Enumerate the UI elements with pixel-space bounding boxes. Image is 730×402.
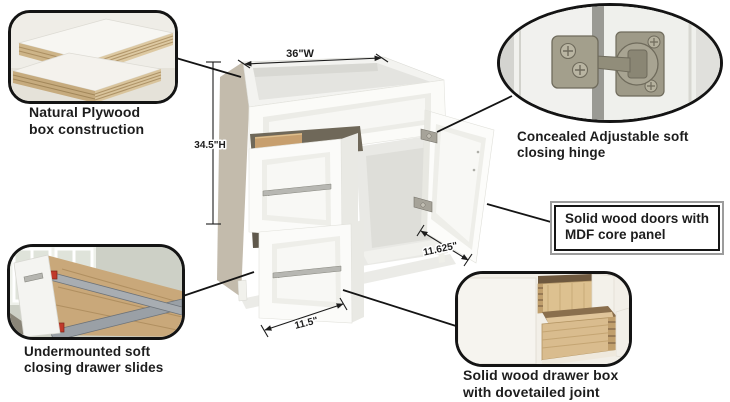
hinge-label-line1: Concealed Adjustable soft <box>517 129 689 144</box>
plywood-label-line2: box construction <box>29 120 145 137</box>
drawer-slides-photo <box>10 247 182 337</box>
plywood-label-line1: Natural Plywood <box>29 104 141 120</box>
drawerbox-label-line2: with dovetailed joint <box>463 383 600 400</box>
cabinet-open-drawers <box>248 126 364 324</box>
slides-label-line1: Undermounted soft <box>24 344 151 359</box>
plywood-callout-label: Natural Plywood box construction <box>29 104 144 137</box>
dimension-width-label: 36"W <box>286 48 314 60</box>
plywood-layers-photo <box>11 13 175 101</box>
hinge-callout-label: Concealed Adjustable soft closing hinge <box>517 129 689 161</box>
concealed-hinge-photo <box>500 6 720 120</box>
connector-hinge <box>436 95 513 133</box>
slides-callout-frame <box>7 244 185 340</box>
drawerbox-callout-frame <box>455 271 632 367</box>
dimension-height-label: 34.5"H <box>194 140 225 151</box>
connector-slides <box>182 271 255 297</box>
slides-label-line2: closing drawer slides <box>24 359 164 375</box>
doors-label-line1: Solid wood doors with <box>565 211 709 226</box>
dovetail-drawer-photo <box>458 274 629 364</box>
cabinet-open-door <box>413 109 495 264</box>
hinge-label-line2: closing hinge <box>517 144 606 160</box>
plywood-callout-frame <box>8 10 178 104</box>
connector-drawerbox <box>342 289 457 327</box>
callout-connector-lines <box>175 57 552 327</box>
hinge-callout-frame <box>497 3 723 123</box>
door-hinge-bottom <box>413 196 433 213</box>
doors-label-line2: MDF core panel <box>565 227 666 243</box>
slides-callout-label: Undermounted soft closing drawer slides <box>24 344 163 376</box>
doors-callout-box: Solid wood doors with MDF core panel <box>550 201 724 255</box>
drawerbox-label-line1: Solid wood drawer box <box>463 367 619 383</box>
connector-doors <box>486 203 552 223</box>
dimension-annotations <box>206 53 473 338</box>
drawerbox-callout-label: Solid wood drawer box with dovetailed jo… <box>463 367 618 400</box>
door-hinge-top <box>420 128 438 144</box>
connector-plywood <box>175 57 242 78</box>
